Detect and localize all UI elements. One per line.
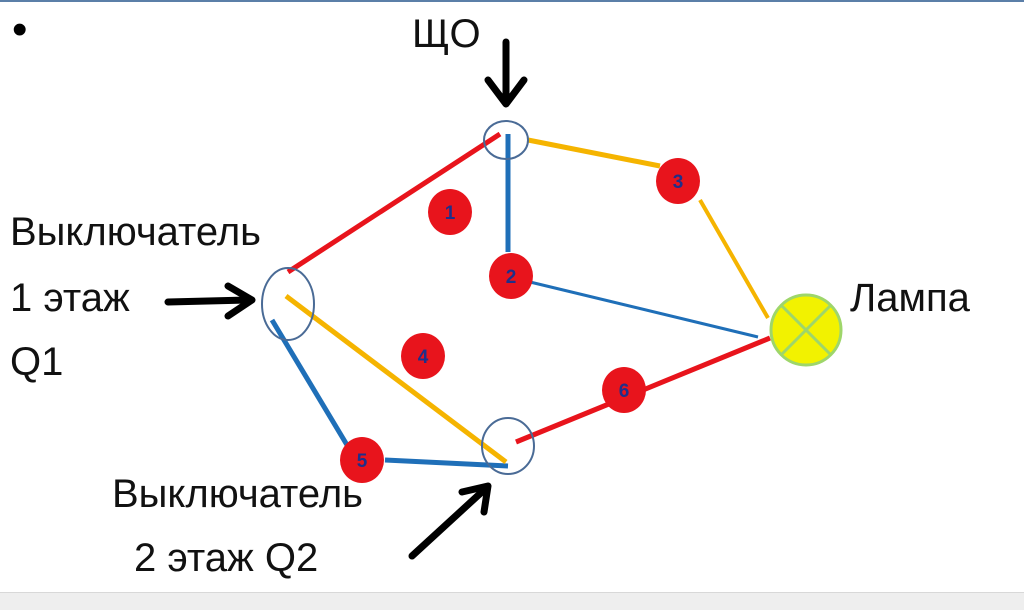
wire-badge-3-label: 3 [673,172,684,193]
wire-badge-2: 2 [489,253,533,299]
wire-yellow-4 [284,294,508,464]
junction-switch-2 [481,417,535,475]
wire-badge-5-label: 5 [357,451,368,472]
top-rule [0,0,1024,2]
wire-badge-1: 1 [428,189,472,235]
lamp-icon [769,293,843,367]
wire-blue-5a [269,318,353,452]
switch-2-label-line-2: 2 этаж Q2 [134,536,319,580]
switch-1-label-line-2: 1 этаж [10,276,130,320]
wire-blue-2b [529,280,759,339]
wire-badge-4-label: 4 [418,347,429,368]
panel-label: ЩО [412,12,481,56]
lamp-label: Лампа [850,276,970,320]
wire-badges: 1 2 3 4 5 6 [340,158,700,483]
wire-lines [269,131,771,469]
arrow-switch-1-icon [164,282,256,320]
wire-badge-3: 3 [656,158,700,204]
switch-1-label-line-3: Q1 [10,340,64,384]
wire-badge-5: 5 [340,437,384,483]
switch-1-label-line-1: Выключатель [10,210,262,254]
wire-badge-6-label: 6 [619,381,630,402]
switch-2-label-line-1: Выключатель [112,472,364,516]
junction-switch-1 [261,267,315,341]
wire-badge-1-label: 1 [445,203,456,224]
bullet-point: • [12,5,28,54]
arrow-switch-2-icon [408,482,492,560]
wire-yellow-3b [698,199,770,319]
wire-blue-5b [384,457,509,469]
wire-badge-2-label: 2 [506,267,517,288]
wire-badge-4: 4 [401,333,445,379]
wire-yellow-3a [527,137,661,169]
junction-panel [483,120,529,160]
wire-red-1 [286,131,502,275]
bottom-bar [0,592,1024,610]
arrow-panel-icon [484,38,528,108]
wire-badge-6: 6 [602,367,646,413]
